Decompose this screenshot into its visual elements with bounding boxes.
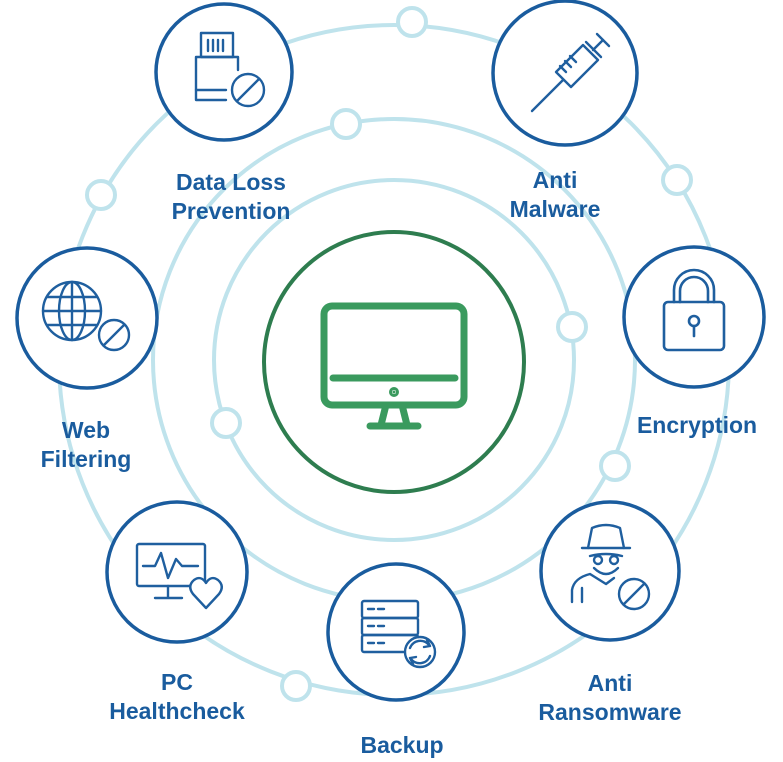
label-web-filtering: Web Filtering: [26, 416, 146, 474]
padlock-icon: [662, 268, 726, 352]
label-line: Healthcheck: [109, 698, 245, 724]
ring-dot: [661, 164, 693, 196]
feature-node-anti-malware: [491, 0, 639, 147]
monitor-heart-icon: [135, 542, 223, 610]
label-line: Ransomware: [538, 699, 682, 725]
ring-dot: [85, 179, 117, 211]
label-line: Prevention: [171, 198, 291, 224]
label-line: Backup: [360, 732, 444, 758]
usb-drive-blocked-icon: [194, 31, 266, 108]
ring-dot: [210, 407, 242, 439]
label-line: Encryption: [636, 412, 758, 438]
inner-ring: [212, 178, 576, 542]
syringe-icon: [530, 32, 611, 113]
server-sync-icon: [360, 599, 437, 669]
globe-blocked-icon: [41, 280, 131, 352]
label-pc-healthcheck: PC Healthcheck: [87, 668, 267, 726]
feature-node-anti-ransomware: [539, 500, 681, 642]
ring-dot: [599, 450, 631, 482]
center-node: [262, 230, 526, 494]
label-line: Filtering: [40, 446, 132, 472]
label-data-loss-prevention: Data Loss Prevention: [131, 168, 331, 226]
ring-dot: [330, 108, 362, 140]
label-line: Anti: [587, 670, 633, 696]
feature-node-encryption: [622, 245, 766, 389]
label-line: PC: [161, 669, 193, 695]
monitor-icon: [320, 302, 468, 430]
label-encryption: Encryption: [621, 411, 773, 440]
ring-dots: [85, 6, 693, 702]
ring-dot: [396, 6, 428, 38]
label-backup: Backup: [340, 731, 464, 760]
label-anti-ransomware: Anti Ransomware: [515, 669, 705, 727]
label-line: Data Loss: [176, 169, 286, 195]
feature-node-pc-healthcheck: [105, 500, 249, 644]
ring-dot: [280, 670, 312, 702]
feature-node-backup: [326, 562, 466, 702]
label-line: Malware: [509, 196, 601, 222]
feature-node-web-filtering: [15, 246, 159, 390]
ring-dot: [556, 311, 588, 343]
label-line: Web: [61, 417, 111, 443]
hacker-blocked-icon: [570, 523, 651, 611]
label-anti-malware: Anti Malware: [485, 166, 625, 224]
label-line: Anti: [532, 167, 578, 193]
feature-node-data-loss-prevention: [154, 2, 294, 142]
